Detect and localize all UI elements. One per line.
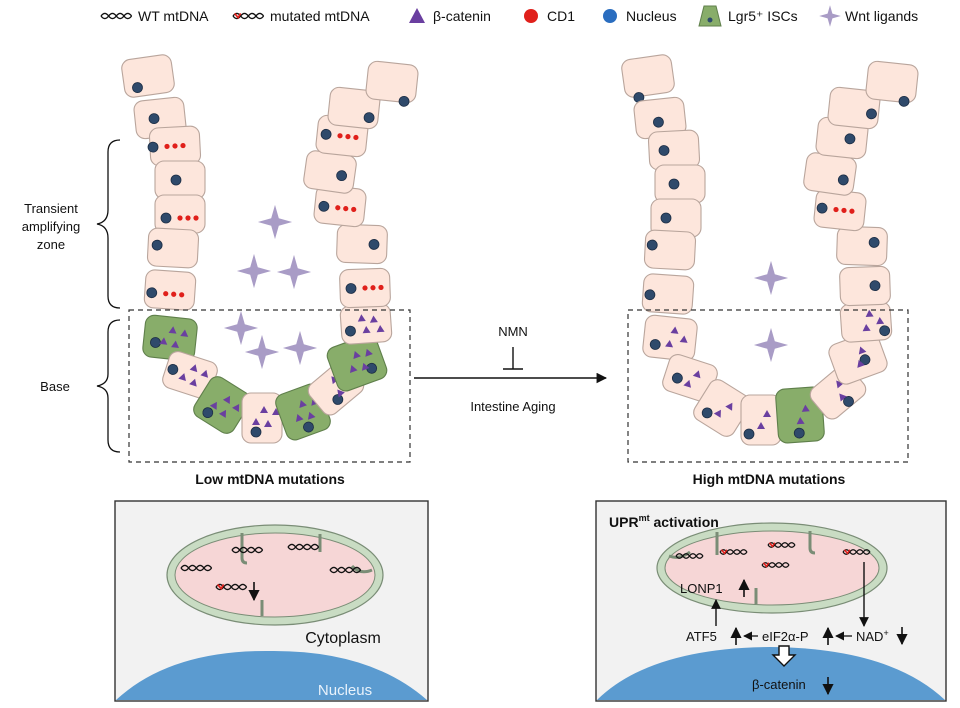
brace-transient: [96, 139, 121, 309]
atf5-label: ATF5: [686, 629, 717, 644]
epithelial-cell: [633, 96, 687, 140]
nucleus-shape-left: [116, 650, 427, 700]
caption-high: High mtDNA mutations: [693, 471, 846, 487]
wnt-ligands-right: [753, 260, 789, 363]
epithelial-cell: [647, 129, 701, 171]
cd1-icon: [524, 9, 538, 23]
panel-low: Nucleus Cytoplasm: [114, 500, 429, 702]
eif2a-label: eIF2α-P: [762, 629, 809, 644]
wt-mtdna-icon: [100, 12, 133, 20]
legend-cd1: CD1: [547, 8, 575, 24]
legend-mutated-mtdna: mutated mtDNA: [270, 8, 370, 24]
epithelial-cell: [154, 160, 206, 200]
epithelial-cell: [865, 60, 919, 107]
epithelial-cell: [650, 198, 702, 238]
lgr5-icon: [698, 5, 722, 27]
cytoplasm-label: Cytoplasm: [305, 630, 381, 647]
legend-wnt: Wnt ligands: [845, 8, 918, 24]
epithelial-cell: [339, 267, 391, 309]
epithelial-cell: [740, 394, 782, 446]
mutated-mtdna-icon: [233, 13, 264, 18]
panel-high: UPRmt activation LONP1 ATF5 eIF2α-P NAD+…: [595, 500, 947, 702]
label-transient-2: amplifying: [22, 219, 81, 234]
wnt-icon: [819, 5, 841, 27]
epithelial-cell: [836, 225, 888, 267]
epithelial-cell: [642, 314, 698, 362]
upr-label: UPRmt activation: [609, 513, 719, 530]
legend-wt-mtdna: WT mtDNA: [138, 8, 209, 24]
epithelial-cell: [154, 194, 206, 234]
brace-base: [96, 319, 121, 453]
epithelial-cell: [839, 301, 893, 343]
lonp1-label: LONP1: [680, 581, 723, 596]
lgr5-stem-cell: [142, 314, 198, 362]
nad-label: NAD+: [856, 628, 889, 644]
epithelial-cell: [143, 269, 197, 311]
label-transient-3: zone: [37, 237, 65, 252]
epithelial-cell: [654, 164, 706, 204]
label-base: Base: [40, 379, 70, 394]
epithelial-cell: [803, 152, 857, 196]
label-intestine-aging: Intestine Aging: [470, 399, 555, 414]
label-transient-1: Transient: [24, 201, 78, 216]
epithelial-cell: [162, 350, 218, 400]
nucleus-shape-right: [597, 647, 945, 700]
epithelial-cell: [641, 273, 695, 315]
legend-nucleus: Nucleus: [626, 8, 677, 24]
nucleus-label-left: Nucleus: [318, 682, 372, 699]
crypt-left: [121, 54, 419, 444]
crypt-right: [621, 54, 919, 446]
epithelial-cell: [621, 54, 675, 103]
beta-catenin-right-label: β-catenin: [752, 677, 806, 692]
epithelial-cell: [146, 227, 200, 269]
legend-beta-catenin: β-catenin: [433, 8, 491, 24]
legend: WT mtDNA mutated mtDNA β-catenin CD1 Nuc…: [100, 5, 918, 27]
epithelial-cell: [241, 392, 283, 444]
epithelial-cell: [327, 86, 381, 130]
beta-catenin-icon: [409, 8, 425, 23]
epithelial-cell: [313, 184, 367, 228]
epithelial-cell: [147, 125, 202, 167]
epithelial-cell: [365, 60, 419, 107]
epithelial-cell: [643, 229, 697, 271]
base-box-right: [627, 309, 909, 463]
epithelial-cell: [827, 86, 881, 130]
mitochondrion-right: [656, 522, 888, 614]
label-nmn: NMN: [498, 324, 528, 339]
epithelial-cell: [336, 223, 388, 265]
wnt-ligands-left: [223, 204, 318, 370]
caption-low: Low mtDNA mutations: [195, 471, 345, 487]
lgr5-stem-cell: [775, 386, 825, 444]
nucleus-icon: [603, 9, 617, 23]
epithelial-cell: [121, 54, 175, 98]
hollow-down-arrow: [771, 645, 797, 667]
epithelial-cell: [303, 150, 357, 194]
legend-lgr5: Lgr5⁺ ISCs: [728, 8, 798, 24]
epithelial-cell: [839, 265, 891, 307]
mitochondrion-left: [166, 524, 384, 626]
